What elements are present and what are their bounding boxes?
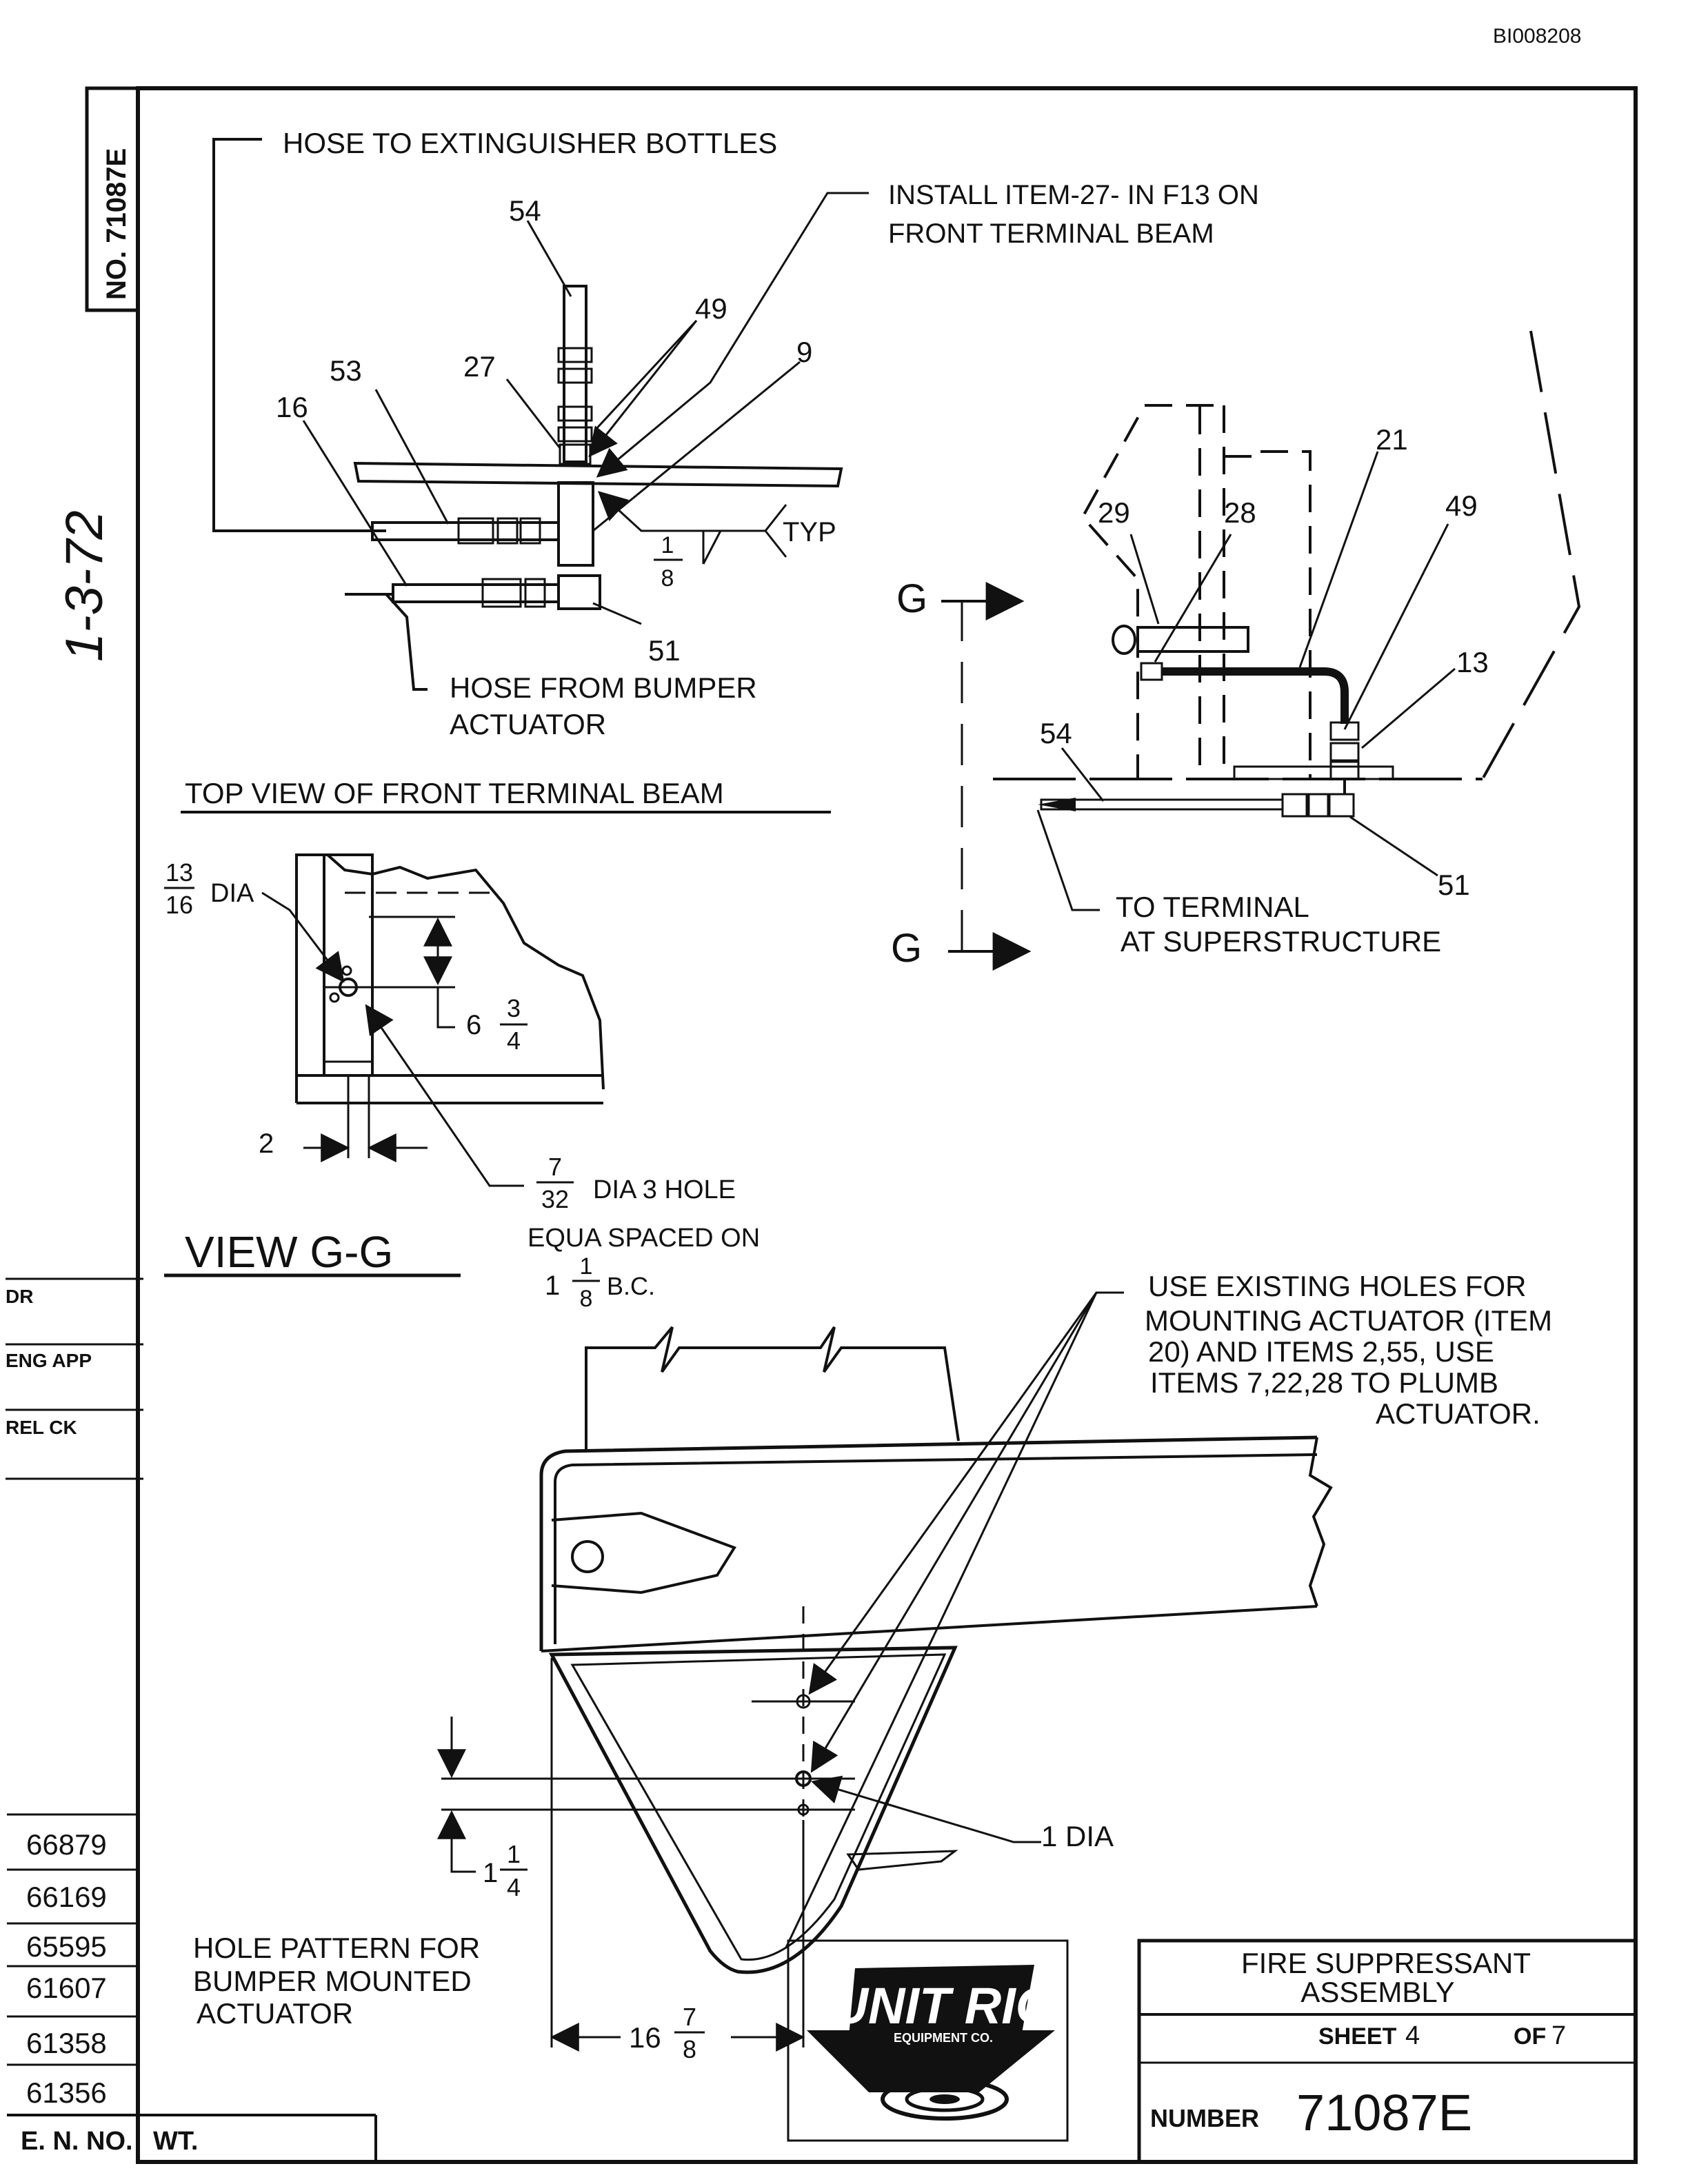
- hole-dia-label: 1 DIA: [1041, 1820, 1114, 1852]
- hose-bumper-callout-2: ACTUATOR: [450, 708, 606, 740]
- handwritten-date: 1-3-72: [55, 510, 114, 662]
- terminal-callout-1: TO TERMINAL: [1116, 891, 1309, 923]
- install-callout-1: INSTALL ITEM-27- IN F13 ON: [888, 180, 1259, 210]
- note-line-1: USE EXISTING HOLES FOR: [1148, 1270, 1526, 1302]
- approval-blocks: DR ENG APP REL CK: [6, 1277, 143, 1480]
- item-49-side: 49: [1445, 489, 1478, 522]
- item-9: 9: [796, 336, 812, 368]
- eng-app-label: ENG APP: [6, 1350, 92, 1371]
- item-28: 28: [1224, 496, 1256, 529]
- dia-den: 16: [165, 891, 193, 919]
- revision-number: 66879: [26, 1828, 107, 1861]
- item-29: 29: [1098, 496, 1130, 529]
- hole-pattern-line-2: BUMPER MOUNTED: [193, 1965, 472, 1997]
- en-no-label: E. N. NO.: [21, 2127, 133, 2156]
- dim16-num: 7: [683, 2003, 696, 2031]
- view-gg: 13 16 DIA 6 3 4 2 7 32 DIA 3 HOLE EQUA S…: [164, 853, 760, 1312]
- top-view-title: TOP VIEW OF FRONT TERMINAL BEAM: [185, 777, 724, 809]
- bumper-dim-den: 4: [507, 1873, 521, 1901]
- weld-typ: TYP: [783, 517, 836, 547]
- drawing-border: [136, 86, 1638, 2164]
- side-view: G G 21 29 28: [891, 330, 1581, 971]
- item-51: 51: [648, 634, 681, 667]
- hole-num: 7: [548, 1153, 562, 1181]
- bc-den: 8: [580, 1286, 593, 1312]
- dim-den: 4: [507, 1027, 521, 1055]
- rel-ck-label: REL CK: [6, 1417, 77, 1438]
- document-id: BI008208: [1493, 25, 1581, 48]
- install-callout-2: FRONT TERMINAL BEAM: [888, 219, 1214, 249]
- item-16: 16: [276, 391, 308, 423]
- bumper-dim-whole: 1: [483, 1858, 498, 1888]
- logo-text: UNIT RIG: [832, 1977, 1056, 2034]
- title-line-2: ASSEMBLY: [1300, 1976, 1454, 2008]
- bumper-view: USE EXISTING HOLES FOR MOUNTING ACTUATOR…: [193, 1270, 1552, 2063]
- dim16-whole: 16: [629, 2021, 661, 2054]
- side-number-box: NO. 71087E: [85, 86, 140, 312]
- item-53: 53: [330, 354, 362, 387]
- revision-table: 66879 66169 65595 61607 61358 61356 E. N…: [7, 1813, 377, 2162]
- revision-number: 61356: [26, 2076, 107, 2109]
- revision-number: 61358: [26, 2027, 107, 2059]
- revision-number: 65595: [26, 1930, 107, 1963]
- note-line-2: MOUNTING ACTUATOR (ITEM: [1145, 1304, 1552, 1337]
- dia-label: DIA: [210, 879, 254, 908]
- item-54: 54: [509, 194, 541, 227]
- item-54-side: 54: [1040, 717, 1072, 749]
- revision-number: 66169: [26, 1881, 107, 1913]
- item-27: 27: [463, 350, 496, 383]
- weld-den: 8: [661, 565, 674, 592]
- bc-num: 1: [580, 1253, 593, 1280]
- hole-den: 32: [541, 1185, 569, 1213]
- dia-num: 13: [165, 858, 193, 887]
- terminal-callout-2: AT SUPERSTRUCTURE: [1121, 925, 1441, 958]
- view-gg-title: VIEW G-G: [185, 1227, 393, 1277]
- sheet-number: 4: [1405, 2021, 1420, 2050]
- side-drawing-number: NO. 71087E: [101, 148, 132, 300]
- note-line-3: 20) AND ITEMS 2,55, USE: [1148, 1335, 1494, 1368]
- hose-bumper-callout-1: HOSE FROM BUMPER: [450, 671, 757, 704]
- drawing-number: 71087E: [1296, 2084, 1472, 2141]
- top-view: HOSE TO EXTINGUISHER BOTTLES: [181, 127, 1259, 813]
- note-line-4: ITEMS 7,22,28 TO PLUMB: [1150, 1366, 1498, 1399]
- sheet-label: SHEET: [1318, 2023, 1397, 2050]
- number-label: NUMBER: [1150, 2104, 1259, 2132]
- title-block: FIRE SUPPRESSANT ASSEMBLY SHEET 4 OF 7 N…: [1137, 1939, 1638, 2164]
- unit-rig-logo: UNIT RIG EQUIPMENT CO.: [787, 1939, 1069, 2142]
- item-51-side: 51: [1438, 869, 1470, 901]
- section-g-top: G: [896, 576, 927, 621]
- weld-num: 1: [661, 532, 674, 558]
- dim-whole: 6: [466, 1010, 481, 1040]
- hole-line-1: DIA 3 HOLE: [593, 1175, 736, 1204]
- bc-label: B.C.: [607, 1272, 655, 1300]
- revision-number: 61607: [26, 1972, 107, 2004]
- dim-num: 3: [507, 994, 521, 1022]
- note-line-5: ACTUATOR.: [1376, 1397, 1540, 1430]
- hose-bottles-callout: HOSE TO EXTINGUISHER BOTTLES: [283, 127, 777, 159]
- hole-pattern-line-1: HOLE PATTERN FOR: [193, 1932, 480, 1964]
- of-number: 7: [1551, 2021, 1566, 2050]
- title-line-1: FIRE SUPPRESSANT: [1241, 1947, 1531, 1979]
- item-49: 49: [695, 292, 727, 325]
- of-label: OF: [1514, 2023, 1546, 2050]
- bumper-dim-num: 1: [507, 1840, 521, 1868]
- section-g-bottom: G: [891, 926, 922, 971]
- dr-label: DR: [6, 1286, 33, 1307]
- item-21: 21: [1376, 423, 1408, 456]
- bc-whole: 1: [545, 1271, 560, 1301]
- dim16-den: 8: [683, 2035, 696, 2063]
- hole-line-2: EQUA SPACED ON: [528, 1224, 760, 1253]
- dim-2: 2: [259, 1129, 274, 1159]
- item-13: 13: [1456, 646, 1489, 678]
- hole-pattern-line-3: ACTUATOR: [197, 1997, 353, 2030]
- logo-subtext: EQUIPMENT CO.: [894, 2031, 993, 2045]
- wt-label: WT.: [153, 2127, 198, 2156]
